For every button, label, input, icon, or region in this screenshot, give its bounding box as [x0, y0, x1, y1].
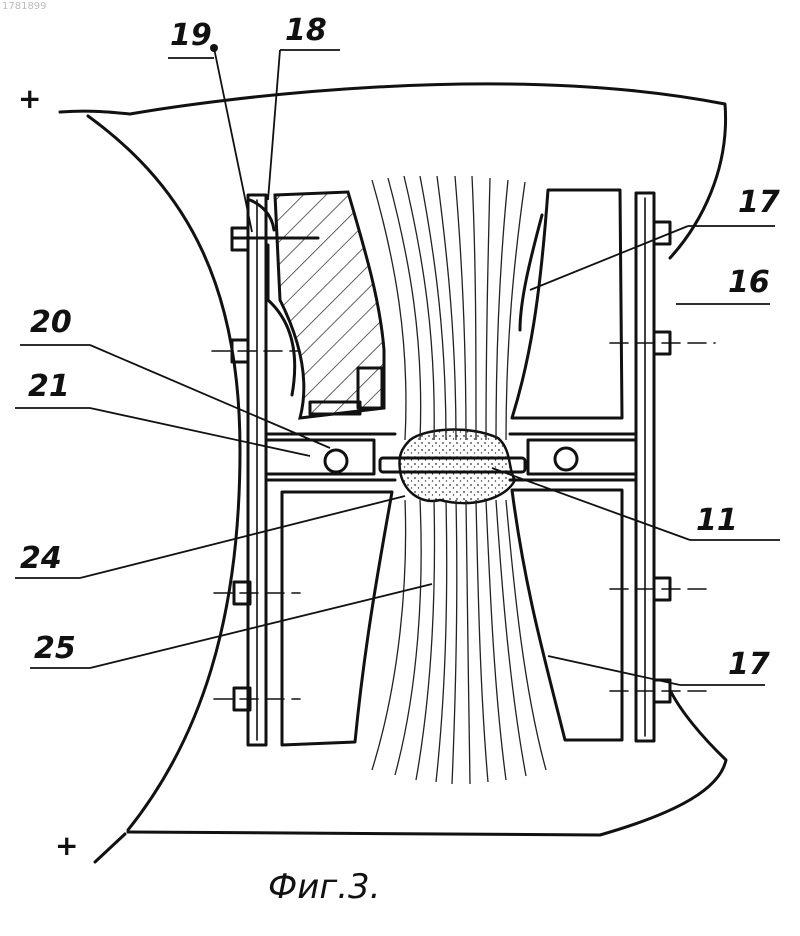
- pin-left: [325, 450, 347, 472]
- right-bolts: [610, 222, 715, 702]
- label-25: 25: [34, 631, 76, 666]
- corner-mark: 1781899: [2, 1, 47, 12]
- label-24: 24: [20, 541, 62, 576]
- central-specimen: [380, 430, 525, 504]
- label-21: 21: [28, 369, 70, 404]
- label-20: 20: [30, 305, 72, 340]
- label-17-top: 17: [738, 185, 780, 220]
- pole-piece-bottom-right: [512, 490, 622, 740]
- plus-sign-bottom: +: [55, 829, 78, 862]
- left-plate: [248, 195, 266, 745]
- pole-piece-bottom-left: [282, 492, 392, 745]
- pole-piece-hatched: [268, 192, 384, 418]
- label-18: 18: [285, 13, 327, 48]
- label-17-bottom: 17: [728, 647, 770, 682]
- label-11: 11: [696, 503, 738, 538]
- figure-caption: Фиг.3.: [268, 867, 380, 907]
- pole-piece-top-right: [512, 190, 622, 418]
- right-plate: [636, 193, 654, 741]
- label-19: 19: [170, 18, 212, 53]
- plus-sign-top: +: [18, 82, 41, 115]
- pin-right: [555, 448, 577, 470]
- label-16: 16: [728, 265, 770, 300]
- bolt-right-1: [654, 222, 670, 244]
